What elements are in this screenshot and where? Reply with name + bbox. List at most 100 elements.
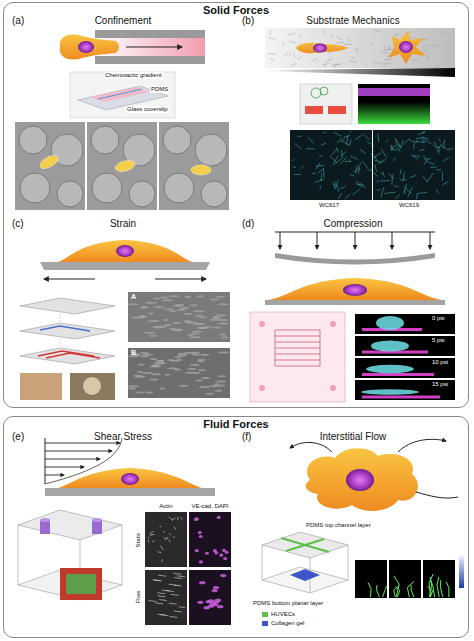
fibre-texture	[442, 182, 449, 185]
fibre-texture	[331, 34, 332, 38]
confinement-micrographs	[163, 126, 191, 154]
fibre-texture	[383, 172, 384, 177]
sprout-images	[389, 560, 421, 598]
shear-micrographs	[174, 578, 182, 579]
confinement-micrographs	[20, 173, 50, 203]
sem-texture	[150, 366, 161, 368]
shear-schematic	[92, 518, 102, 522]
fibre-texture	[318, 168, 324, 173]
fibre-texture	[294, 174, 301, 175]
fibre-texture	[448, 148, 453, 150]
fibre-texture	[350, 175, 354, 176]
fibre-texture	[394, 33, 399, 36]
sem-texture	[176, 304, 184, 306]
fibre-texture	[408, 187, 413, 197]
sem-texture	[180, 307, 189, 309]
sem-texture	[218, 375, 226, 377]
compression-schematic	[268, 278, 442, 300]
confinement-schematic	[95, 30, 205, 38]
sem-texture	[134, 375, 142, 377]
shear-micrographs	[208, 599, 214, 602]
fibre-texture	[404, 184, 406, 194]
fibre-texture	[323, 132, 326, 134]
substrate-schematic	[300, 84, 352, 124]
fibre-texture	[270, 31, 271, 35]
fibre-texture	[371, 152, 374, 156]
confinement-schematic	[60, 30, 205, 118]
sem-texture	[145, 302, 157, 304]
fibre-texture	[363, 161, 369, 169]
compression-images	[355, 358, 455, 378]
figure-label: Actin	[158, 503, 173, 510]
confinement-micrographs	[15, 122, 229, 210]
fibre-texture	[383, 63, 386, 67]
fibre-texture	[396, 140, 401, 147]
fibre-texture	[268, 38, 275, 40]
fibre-texture	[441, 146, 448, 151]
sem-texture	[197, 360, 205, 362]
sem-texture	[143, 354, 153, 356]
strain-schematic	[60, 339, 61, 348]
compression-images	[362, 396, 440, 399]
sem-texture	[190, 304, 198, 306]
substrate-schematic	[311, 88, 321, 98]
substrate-schematic	[372, 130, 373, 200]
sprout-images	[407, 581, 414, 597]
strain-schematic	[70, 373, 115, 400]
fibre-texture	[413, 140, 414, 149]
fibre-texture	[328, 51, 331, 55]
fibre-texture	[350, 131, 352, 132]
figure-label: Glass coverslip	[126, 106, 169, 113]
shear-micrographs	[217, 605, 223, 608]
fibre-texture	[293, 167, 296, 168]
sem-texture	[163, 319, 169, 321]
sem-texture	[196, 295, 204, 297]
confinement-micrographs	[15, 122, 85, 210]
fibre-texture	[294, 144, 301, 150]
panel-title: Strain	[110, 218, 136, 230]
fibre-texture	[356, 50, 358, 54]
sprout-images	[368, 583, 371, 597]
substrate-schematic	[358, 84, 430, 124]
fibre-texture	[320, 185, 321, 189]
sem-texture	[213, 317, 221, 319]
figure-label: Static	[135, 531, 142, 548]
compression-schematic	[355, 232, 356, 249]
fibre-texture	[406, 31, 412, 34]
shear-schematic	[66, 574, 96, 594]
sem-texture	[160, 296, 169, 298]
fibre-texture	[305, 44, 312, 46]
shear-micrographs	[152, 541, 154, 542]
substrate-schematic	[358, 88, 430, 96]
figure-label: 0 psi	[432, 315, 445, 322]
fibre-texture	[391, 174, 393, 185]
fibre-texture	[349, 159, 351, 162]
shear-micrographs	[163, 537, 165, 538]
shear-micrographs	[169, 603, 177, 604]
panel-letter: (c)	[12, 218, 24, 230]
fibre-texture	[424, 155, 425, 158]
fibre-texture	[333, 155, 338, 163]
substrate-schematic	[388, 30, 426, 64]
fibre-texture	[396, 194, 400, 199]
figure-label: PDMS bottom planar layer	[252, 600, 324, 607]
sem-texture	[137, 371, 143, 373]
compression-schematic	[343, 284, 367, 296]
legend-text: Collagen gel	[271, 620, 304, 627]
fibre-texture	[319, 155, 323, 157]
interstitial-schematic	[459, 556, 464, 588]
shear-micrographs	[165, 538, 169, 540]
sem-texture	[177, 309, 186, 311]
sem-texture	[150, 379, 159, 381]
sem-texture	[194, 323, 206, 325]
sem-texture	[164, 374, 170, 376]
figure-label: A	[131, 293, 136, 301]
shear-micrographs	[150, 531, 154, 533]
shear-micrographs	[217, 516, 221, 519]
sem-texture	[192, 354, 200, 356]
shear-micrographs	[195, 549, 199, 552]
fibre-texture	[391, 145, 397, 149]
shear-micrographs	[189, 512, 231, 567]
shear-micrographs	[220, 574, 226, 577]
